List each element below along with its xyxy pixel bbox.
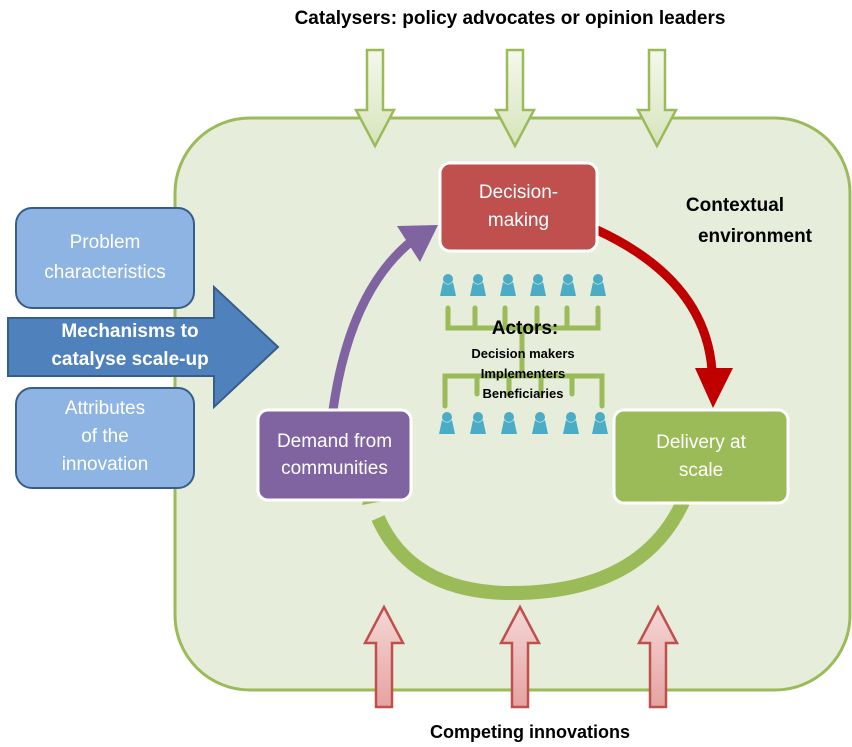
person-icon (532, 412, 548, 434)
mechanisms-arrow (7, 284, 280, 410)
actors-implementers: Implementers (480, 366, 566, 381)
person-icon (592, 412, 608, 434)
demand-from-communities-box (256, 408, 413, 502)
delivery-at-scale-box (612, 408, 790, 505)
innovation-attributes-label-2: of the (81, 426, 129, 447)
problem-characteristics-box (15, 207, 195, 309)
arrow-decision-to-delivery (595, 225, 733, 408)
demand-from-communities-label-1: Demand from (276, 431, 393, 452)
decision-making-label-1: Decision- (478, 182, 559, 203)
innovation-attributes-box (15, 387, 195, 489)
catalysers-label: Catalysers: policy advocates or opinion … (294, 8, 726, 29)
contextual-environment-label-1: Contextual (685, 195, 785, 216)
competing-innovations-label: Competing innovations (430, 722, 630, 742)
person-icon (440, 274, 456, 296)
actors-title: Actors: (491, 318, 559, 339)
person-icon (500, 274, 516, 296)
mechanisms-label-1: Mechanisms to (61, 321, 199, 342)
innovation-attributes-label-1: Attributes (64, 398, 146, 419)
person-icon (470, 412, 486, 434)
competing-arrow (498, 604, 542, 709)
person-icon (501, 412, 517, 434)
decision-making-label-2: making (487, 210, 550, 231)
problem-characteristics-label-2: characteristics (44, 262, 166, 283)
actors-decision-makers: Decision makers (471, 346, 575, 361)
mechanisms-label-2: catalyse scale-up (51, 349, 209, 370)
catalyser-arrow (493, 48, 537, 149)
person-icon (530, 274, 546, 296)
person-icon (470, 274, 486, 296)
person-icon (560, 274, 576, 296)
delivery-at-scale-label-1: Delivery at (656, 432, 746, 453)
person-icon (439, 412, 455, 434)
actors-beneficiaries: Beneficiaries (482, 386, 564, 401)
delivery-at-scale-label-2: scale (678, 460, 724, 481)
demand-from-communities-label-2: communities (281, 458, 388, 479)
innovation-attributes-label-3: innovation (61, 454, 149, 475)
catalyser-arrow (353, 48, 397, 149)
actors-bracket (442, 305, 605, 409)
competing-arrow (362, 604, 406, 709)
arrow-demand-to-decision (328, 225, 438, 411)
catalyser-arrow (635, 48, 679, 149)
person-icon (563, 412, 579, 434)
person-icon (590, 274, 606, 296)
competing-arrow (636, 604, 680, 709)
decision-making-box (438, 161, 599, 253)
problem-characteristics-label-1: Problem (69, 232, 141, 253)
contextual-environment-label-2: environment (697, 226, 813, 247)
